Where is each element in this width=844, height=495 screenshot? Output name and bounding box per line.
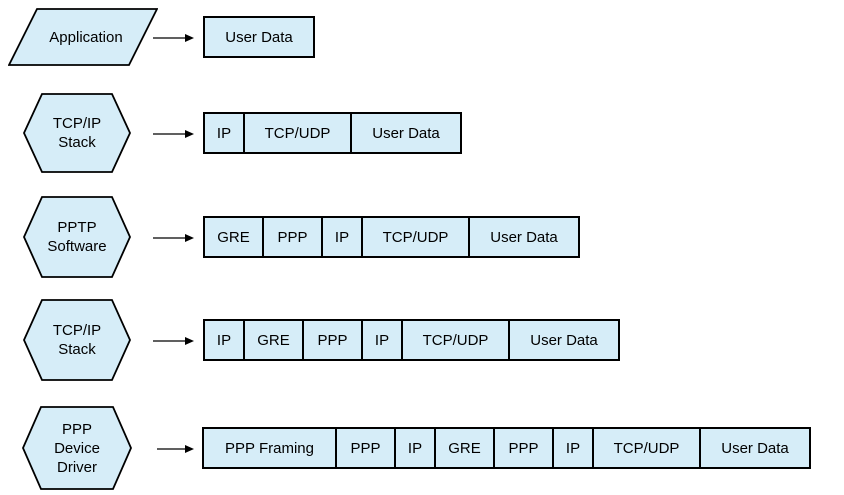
packet-field-ppp: PPP	[495, 429, 554, 467]
stage-shape-hexagon: PPTP Software	[23, 196, 131, 278]
packet-field-ip: IP	[396, 429, 436, 467]
packet-field-gre: GRE	[245, 321, 304, 359]
packet-field-tcp-udp: TCP/UDP	[594, 429, 701, 467]
packet-field-gre: GRE	[205, 218, 264, 256]
hexagon-outline	[23, 93, 131, 173]
packet-field-ppp: PPP	[337, 429, 396, 467]
hexagon-outline	[22, 406, 132, 490]
right-arrow-icon	[153, 127, 195, 145]
stage-label-line: Device	[54, 439, 100, 457]
stage-label-line: PPTP	[57, 219, 97, 236]
hexagon-outline	[23, 196, 131, 278]
packet-field-ip: IP	[554, 429, 594, 467]
stage-label-line: Software	[47, 238, 107, 255]
stage-shape-hexagon: TCP/IP Stack	[23, 93, 131, 173]
stage-label: TCP/IP Stack	[23, 299, 131, 381]
packet-field-ppp-framing: PPP Framing	[204, 429, 337, 467]
packet-field-tcp-udp: TCP/UDP	[245, 114, 352, 152]
packet-field-ip: IP	[205, 114, 245, 152]
packet-field-user-data: User Data	[530, 331, 598, 349]
stage-label: Application	[8, 8, 158, 66]
stage-label-line: PPP	[61, 420, 92, 438]
stage-label-line: TCP/IP	[52, 322, 102, 339]
stage-shape-hexagon: TCP/IP Stack	[23, 299, 131, 381]
packet-field-ip: IP	[323, 218, 363, 256]
packet-field-ip: IP	[363, 321, 403, 359]
packet-field-ppp: PPP	[264, 218, 323, 256]
packet-field-user-data: User Data	[225, 28, 293, 46]
right-arrow-icon	[153, 231, 195, 249]
stage-label-line: Stack	[58, 341, 96, 358]
stage-shape-parallelogram: Application	[8, 8, 158, 66]
packet-field-user-data: User Data	[490, 228, 558, 246]
packet-field-user-data: User Data	[721, 439, 789, 457]
stage-label: TCP/IP Stack	[23, 93, 131, 173]
hexagon-outline	[23, 299, 131, 381]
right-arrow-icon	[153, 31, 195, 49]
stage-label-line: Application	[49, 28, 123, 46]
packet-field-gre: GRE	[436, 429, 495, 467]
parallelogram-outline	[8, 8, 158, 66]
right-arrow-icon	[153, 334, 195, 352]
packet-field-user-data: User Data	[372, 124, 440, 142]
stage-label-line: Stack	[58, 134, 96, 151]
right-arrow-icon	[157, 442, 195, 460]
stage-label: PPTP Software	[23, 196, 131, 278]
packet-boxes: User Data	[203, 16, 315, 58]
stage-label-line: TCP/IP	[52, 115, 102, 132]
stage-label-line: Driver	[57, 458, 97, 476]
packet-field-ip: IP	[205, 321, 245, 359]
packet-field-tcp-udp: TCP/UDP	[363, 218, 470, 256]
packet-field-ppp: PPP	[304, 321, 363, 359]
packet-field-tcp-udp: TCP/UDP	[403, 321, 510, 359]
